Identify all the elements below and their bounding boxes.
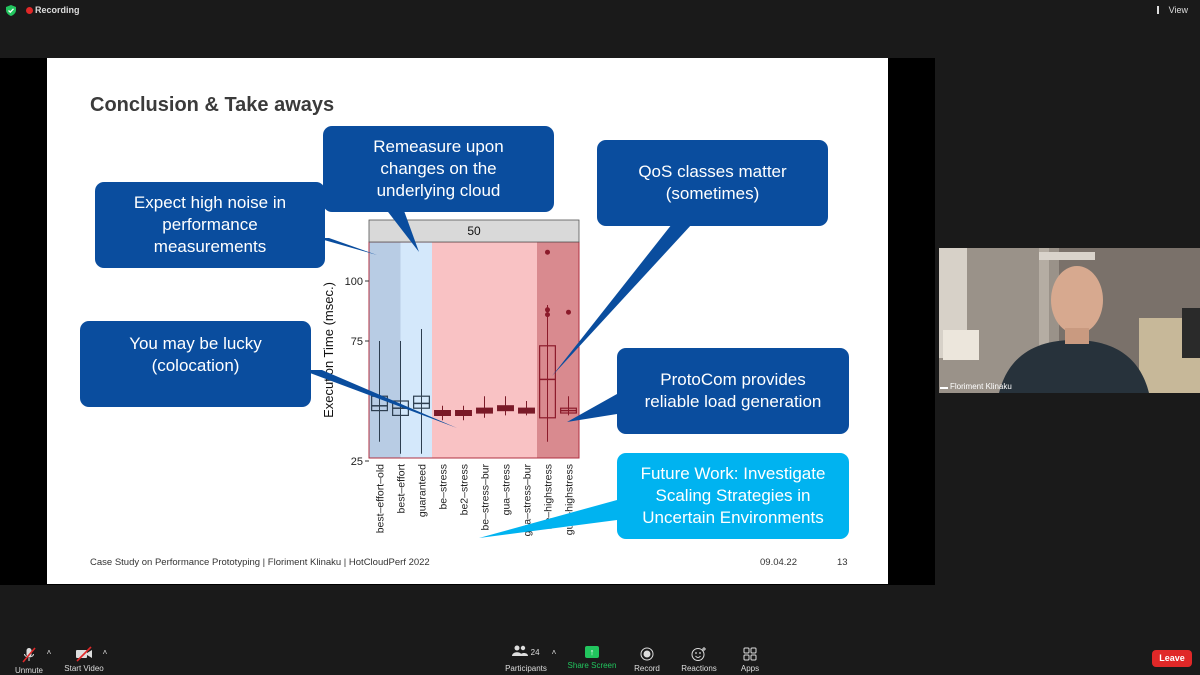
share-screen-button[interactable]: ↑ Share Screen <box>566 644 618 670</box>
panel-bg-highstress <box>537 242 579 458</box>
y-axis-label: Execution Time (msec.) <box>321 282 336 418</box>
participants-count: 24 <box>530 648 540 657</box>
apps-label: Apps <box>740 664 760 673</box>
box-body <box>539 345 556 419</box>
x-tick-label: best–effort <box>396 464 408 514</box>
y-tick-label: 25 <box>351 456 363 468</box>
audio-options-button[interactable]: ˄ <box>44 648 54 657</box>
record-button[interactable]: Record <box>630 644 664 673</box>
slide-page-number: 13 <box>837 557 848 568</box>
view-button[interactable]: View <box>1156 5 1188 15</box>
x-tick-label: best–effort–old <box>375 464 387 533</box>
slide-footer-text: Case Study on Performance Prototyping | … <box>90 557 430 568</box>
participant-video[interactable] <box>939 248 1200 393</box>
facet-label: 50 <box>467 224 481 238</box>
callout-future-line: Uncertain Environments <box>642 508 824 527</box>
panel-bg-best-effort <box>369 242 401 458</box>
x-tick-label: gua–stress <box>501 464 513 515</box>
callout-noise: Expect high noise in performance measureme… <box>95 182 325 268</box>
share-screen-icon: ↑ <box>585 646 599 658</box>
x-tick-label: gua–highstress <box>564 464 576 535</box>
x-tick-label: be2–stress <box>459 464 471 515</box>
view-icon <box>1156 6 1166 14</box>
callout-protocom-line: reliable load generation <box>644 392 822 411</box>
apps-button[interactable]: Apps <box>736 644 764 673</box>
participants-button[interactable]: 24 Participants <box>503 644 549 673</box>
callout-remeasure-line: underlying cloud <box>376 181 501 200</box>
outlier-point <box>545 307 550 313</box>
x-tick-label: gua–stress–bur <box>522 464 534 537</box>
shield-icon <box>6 5 16 16</box>
panel-bg-stress <box>432 242 537 458</box>
outlier-point <box>545 312 550 318</box>
caret-up-icon: ˄ <box>102 648 108 657</box>
callout-remeasure-line: changes on the <box>380 159 497 178</box>
panel-bg-guaranteed <box>400 242 432 458</box>
callout-noise-line: Expect high noise in <box>133 193 287 212</box>
unmute-button[interactable]: Unmute <box>12 644 46 675</box>
callout-lucky-line: (colocation) <box>151 356 240 375</box>
participant-name-tag: Floriment Klinaku <box>940 381 1012 391</box>
callout-qos-line: QoS classes matter <box>638 162 787 181</box>
callout-remeasure-line: Remeasure upon <box>373 137 504 156</box>
recording-label: Recording <box>35 5 80 15</box>
participants-options-button[interactable]: ˄ <box>549 648 559 657</box>
x-tick-label: be–stress <box>438 464 450 510</box>
caret-up-icon: ˄ <box>551 648 557 657</box>
view-label: View <box>1168 5 1188 15</box>
participant-name: Floriment Klinaku <box>950 382 1012 391</box>
video-off-icon <box>76 646 92 662</box>
start-video-button[interactable]: Start Video <box>62 644 106 673</box>
callout-protocom-line: ProtoCom provides <box>660 370 806 389</box>
record-label: Record <box>634 664 660 673</box>
callout-qos-line: (sometimes) <box>665 184 760 203</box>
slide-footer-date: 09.04.22 <box>760 557 797 568</box>
record-icon <box>640 647 654 661</box>
y-tick-label: 75 <box>351 336 363 348</box>
x-tick-label: guaranteed <box>417 464 429 517</box>
callout-lucky-line: You may be lucky <box>129 334 262 353</box>
reactions-icon <box>691 647 706 661</box>
apps-icon <box>743 647 757 661</box>
participants-icon <box>512 645 529 656</box>
reactions-label: Reactions <box>681 664 717 673</box>
video-frame <box>939 248 1200 393</box>
muted-microphone-icon <box>22 647 36 663</box>
y-tick-label: 100 <box>345 276 363 288</box>
callout-protocom: ProtoCom provides reliable load generatio… <box>617 348 849 434</box>
callout-lucky: You may be lucky (colocation) <box>80 321 311 407</box>
top-bar: Recording View <box>0 0 1200 22</box>
reactions-button[interactable]: Reactions <box>680 644 718 673</box>
start-video-label: Start Video <box>64 664 104 673</box>
outlier-point <box>566 309 571 315</box>
callout-remeasure: Remeasure upon changes on the underlying c… <box>323 126 554 212</box>
callout-qos: QoS classes matter (sometimes) <box>597 140 828 226</box>
recording-dot-icon <box>26 7 33 14</box>
callout-future-line: Scaling Strategies in <box>655 486 811 505</box>
callout-noise-line: measurements <box>153 237 267 256</box>
callout-future-line: Future Work: Investigate <box>640 464 826 483</box>
callout-noise-line: performance <box>162 215 258 234</box>
participants-label: Participants <box>505 664 547 673</box>
outlier-point <box>545 249 550 255</box>
participants-icon-group: 24 <box>503 644 549 664</box>
x-tick-label: be–stress–bur <box>480 464 492 531</box>
leave-button[interactable]: Leave <box>1152 650 1192 667</box>
signal-bars-icon <box>940 381 948 389</box>
video-options-button[interactable]: ˄ <box>100 648 110 657</box>
share-screen-label: Share Screen <box>567 661 617 670</box>
caret-up-icon: ˄ <box>46 648 52 657</box>
unmute-label: Unmute <box>14 666 43 675</box>
x-tick-label: be–highstress <box>543 464 555 529</box>
meeting-toolbar: Unmute ˄ Start Video ˄ 24 Participants ˄… <box>0 642 1200 675</box>
slide-title: Conclusion & Take aways <box>90 94 335 116</box>
